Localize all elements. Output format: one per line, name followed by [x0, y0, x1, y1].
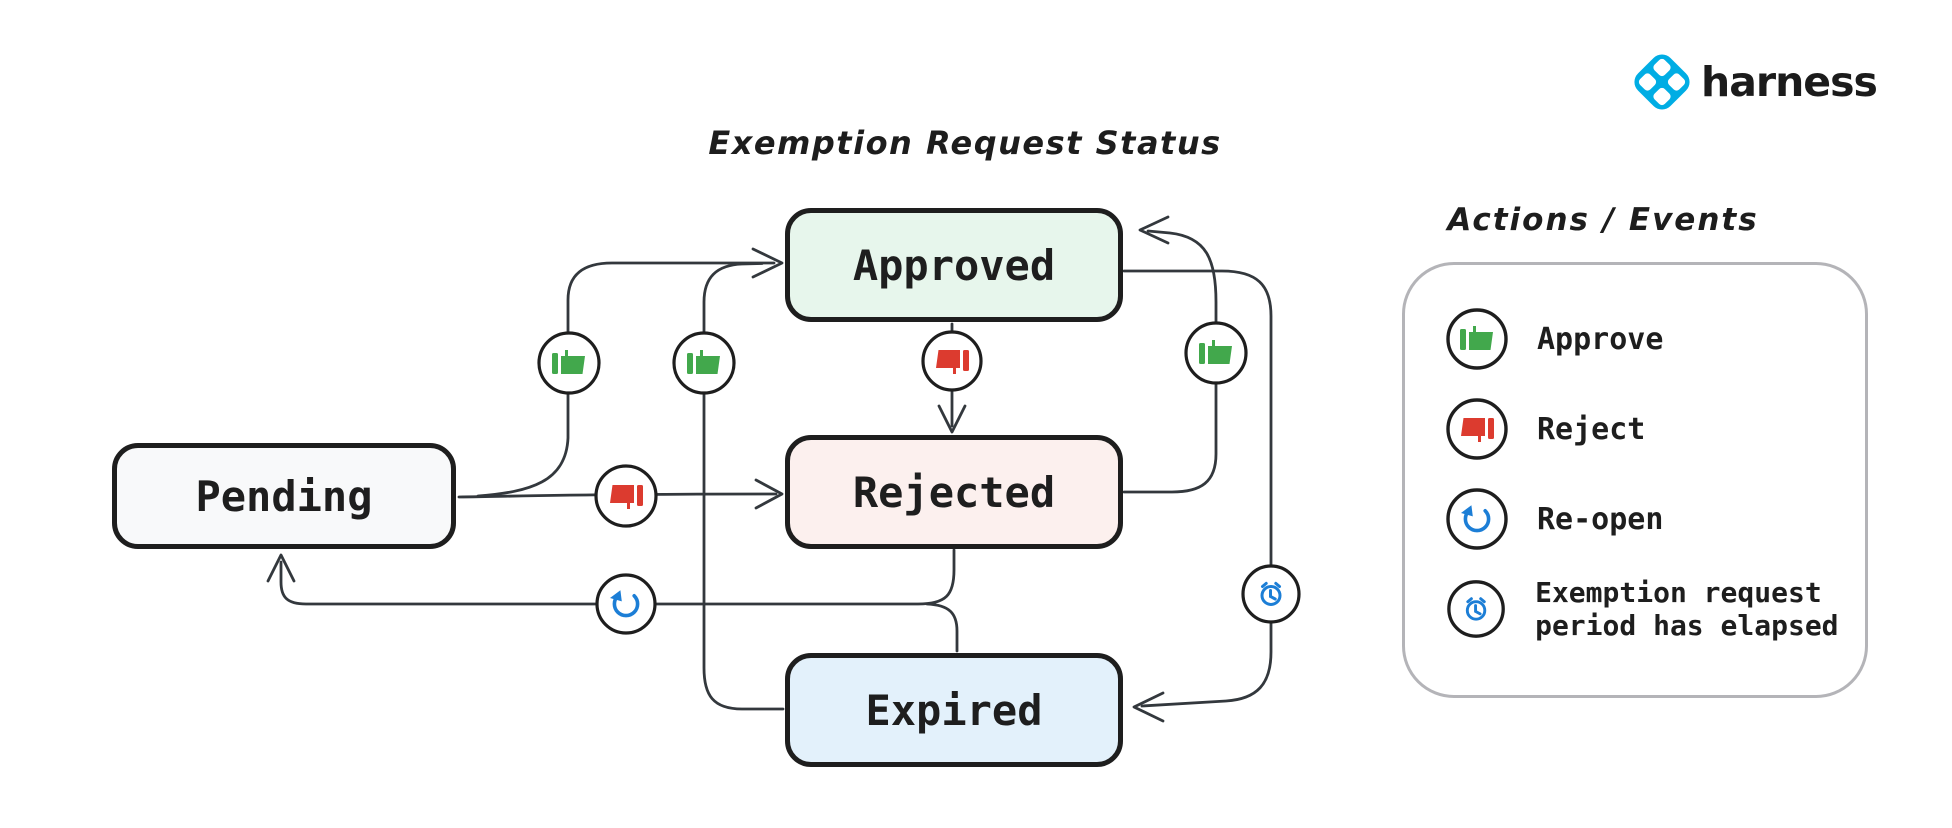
state-label: Expired — [865, 685, 1043, 735]
thumbs-down-icon — [1446, 398, 1508, 460]
legend-item: Reject — [1445, 397, 1865, 461]
legend-item: Exemption request period has elapsed — [1445, 575, 1865, 642]
state-label: Rejected — [852, 467, 1056, 517]
state-label: Pending — [195, 471, 373, 521]
state-label: Approved — [852, 240, 1056, 290]
approve-badge — [672, 331, 736, 395]
reject-badge — [921, 330, 983, 392]
connector-approved-expired — [1122, 269, 1273, 708]
connector-pending-approved — [476, 261, 776, 498]
arrowhead-into-pending-bottom — [266, 553, 296, 583]
arrowhead-into-expired-right — [1132, 691, 1165, 723]
reopen-badge — [595, 573, 657, 635]
legend-item-label: Approve — [1537, 321, 1664, 357]
approve-badge — [1184, 321, 1248, 385]
state-node-approved: Approved — [785, 208, 1123, 322]
alarm-clock-icon — [1447, 580, 1505, 638]
brand-logo: harness — [1626, 46, 1878, 118]
elapsed-badge — [1241, 564, 1301, 624]
arrowhead-into-approved-left — [751, 247, 784, 279]
connector-expired-pending-stub — [925, 602, 959, 653]
arrowhead-into-approved-right — [1138, 215, 1170, 245]
page-title: Exemption Request Status — [708, 124, 1222, 162]
connector-rejected-approved — [1122, 229, 1218, 494]
arrowhead-into-rejected-left — [754, 478, 784, 510]
harness-logo-icon — [1634, 54, 1690, 110]
brand-name: harness — [1701, 58, 1878, 106]
thumbs-up-icon — [1446, 308, 1508, 370]
legend-panel: Approve Reject Re-open Exemption request… — [1402, 262, 1868, 698]
legend-item: Approve — [1445, 307, 1865, 371]
legend-title: Actions / Events — [1447, 202, 1759, 238]
legend-item-label: Re-open — [1537, 501, 1664, 537]
arrowhead-into-rejected-top — [937, 404, 967, 434]
approve-badge — [537, 331, 601, 395]
state-node-pending: Pending — [112, 443, 456, 549]
connector-rejected-pending — [279, 548, 956, 606]
state-node-rejected: Rejected — [785, 435, 1123, 549]
reopen-icon — [1446, 488, 1508, 550]
legend-item-label: Exemption request period has elapsed — [1535, 575, 1839, 642]
action-badges — [537, 321, 1301, 635]
legend-item-label: Reject — [1537, 411, 1646, 447]
reject-badge — [594, 464, 658, 528]
state-node-expired: Expired — [785, 653, 1123, 767]
connector-expired-approved — [702, 262, 785, 711]
legend-item: Re-open — [1445, 487, 1865, 551]
